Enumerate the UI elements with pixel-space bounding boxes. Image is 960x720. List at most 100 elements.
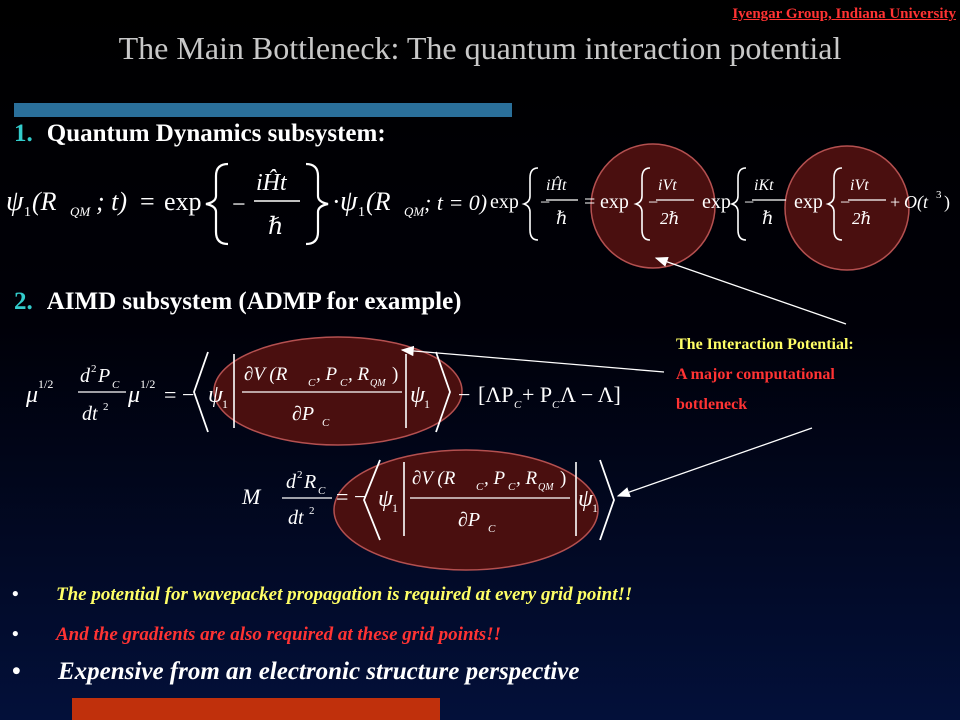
svg-text:+ P: + P bbox=[522, 382, 552, 407]
svg-text:exp: exp bbox=[490, 191, 519, 213]
svg-text:, P: , P bbox=[316, 364, 338, 385]
svg-text:−: − bbox=[458, 382, 470, 407]
svg-text:): ) bbox=[392, 364, 398, 385]
svg-text:(R: (R bbox=[366, 187, 391, 216]
bottom-accent-bar bbox=[72, 698, 440, 720]
svg-text:−: − bbox=[182, 382, 194, 407]
svg-text:−: − bbox=[540, 192, 550, 212]
callout-line: bottleneck bbox=[676, 396, 748, 413]
bullet-dot-icon: • bbox=[12, 584, 19, 605]
slide-title: The Main Bottleneck: The quantum interac… bbox=[118, 30, 842, 66]
svg-text:=: = bbox=[140, 187, 155, 216]
svg-text:QM: QM bbox=[370, 378, 386, 389]
highlight-circle-right bbox=[784, 145, 910, 271]
section-label: Quantum Dynamics subsystem: bbox=[46, 120, 386, 147]
section-label: AIMD subsystem (ADMP for example) bbox=[46, 288, 462, 315]
svg-text:, R: , R bbox=[348, 364, 370, 385]
svg-text:[ΛP: [ΛP bbox=[478, 382, 514, 407]
svg-text:∂V (R: ∂V (R bbox=[244, 364, 288, 385]
bullet-item: •Expensive from an electronic structure … bbox=[12, 658, 580, 685]
title-underline-bar bbox=[14, 103, 512, 117]
section-number: 1. bbox=[14, 120, 33, 147]
svg-text:iĤt: iĤt bbox=[546, 175, 567, 194]
svg-text:C: C bbox=[308, 377, 316, 389]
svg-text:−: − bbox=[840, 192, 850, 212]
svg-text:1: 1 bbox=[424, 397, 430, 411]
svg-text:): ) bbox=[944, 192, 950, 213]
svg-text:(R: (R bbox=[32, 187, 57, 216]
svg-text:−: − bbox=[744, 192, 754, 212]
svg-text:C: C bbox=[112, 379, 120, 391]
svg-text:+: + bbox=[890, 192, 900, 212]
svg-text:Λ − Λ]: Λ − Λ] bbox=[560, 382, 621, 407]
arrow-to-nuclear bbox=[616, 427, 813, 498]
svg-text:exp: exp bbox=[600, 191, 629, 213]
svg-text:=: = bbox=[336, 484, 348, 509]
svg-text:ψ: ψ bbox=[410, 382, 426, 408]
section-quantum-dynamics: 1. Quantum Dynamics subsystem: bbox=[14, 120, 386, 148]
bullet-dot-icon: • bbox=[12, 624, 19, 645]
svg-text:2: 2 bbox=[309, 505, 315, 517]
svg-text:C: C bbox=[508, 481, 516, 493]
svg-text:; t): ; t) bbox=[96, 187, 127, 216]
svg-text:dt: dt bbox=[82, 403, 98, 425]
svg-text:2ℏ: 2ℏ bbox=[852, 209, 871, 228]
svg-text:ψ: ψ bbox=[378, 486, 394, 512]
svg-text:1/2: 1/2 bbox=[140, 377, 155, 391]
svg-text:2: 2 bbox=[103, 401, 109, 413]
svg-text:ψ: ψ bbox=[340, 186, 358, 217]
svg-text:=: = bbox=[584, 191, 595, 213]
section-number: 2. bbox=[14, 288, 33, 315]
svg-text:1: 1 bbox=[24, 205, 31, 220]
svg-text:ℏ: ℏ bbox=[268, 214, 283, 240]
svg-text:M: M bbox=[241, 484, 262, 509]
svg-text:∂V (R: ∂V (R bbox=[412, 468, 456, 489]
svg-text:iVt: iVt bbox=[658, 177, 677, 194]
section-aimd: 2. AIMD subsystem (ADMP for example) bbox=[14, 288, 462, 316]
equation-qd-propagator: ψ 1 (R QM ; t) = exp − iĤt ℏ · ψ 1 (R QM bbox=[6, 162, 425, 246]
bullet-dot-icon: • bbox=[12, 658, 21, 685]
equation-admp: μ 1/2 d 2 P C dt 2 μ 1/2 = − ψ 1 ∂V (R C… bbox=[25, 336, 621, 446]
svg-text:; t = 0): ; t = 0) bbox=[424, 190, 487, 215]
svg-text:C: C bbox=[318, 485, 326, 497]
svg-text:, P: , P bbox=[484, 468, 506, 489]
svg-text:iKt: iKt bbox=[754, 177, 774, 194]
bullet-item: •And the gradients are also required at … bbox=[12, 624, 501, 645]
svg-text:2ℏ: 2ℏ bbox=[660, 209, 679, 228]
svg-text:1: 1 bbox=[592, 501, 598, 515]
svg-text:iVt: iVt bbox=[850, 177, 869, 194]
affiliation-link[interactable]: Iyengar Group, Indiana University bbox=[732, 6, 956, 22]
svg-text:ℏ: ℏ bbox=[556, 208, 568, 228]
svg-text:dt: dt bbox=[288, 507, 304, 529]
callout-title: The Interaction Potential: bbox=[676, 336, 854, 353]
bullet-item: •The potential for wavepacket propagatio… bbox=[12, 584, 633, 605]
svg-text:C: C bbox=[552, 399, 560, 411]
svg-text:∂P: ∂P bbox=[292, 403, 314, 425]
svg-text:C: C bbox=[322, 417, 330, 429]
svg-text:ℏ: ℏ bbox=[762, 208, 774, 228]
svg-text:−: − bbox=[232, 192, 246, 218]
svg-text:QM: QM bbox=[404, 204, 425, 219]
interaction-potential-callout: The Interaction Potential: A major compu… bbox=[676, 330, 854, 420]
svg-text:·: · bbox=[332, 187, 341, 216]
svg-text:O(t: O(t bbox=[904, 192, 929, 213]
equation-qd-propagator-rhs: ; t = 0) bbox=[424, 190, 487, 215]
svg-text:1: 1 bbox=[392, 501, 398, 515]
svg-text:exp: exp bbox=[164, 187, 202, 216]
equation-trotter-splitting: exp − iĤt ℏ = exp − iVt 2ℏ exp − iKt ℏ e… bbox=[490, 143, 950, 271]
svg-text:R: R bbox=[303, 471, 316, 493]
svg-text:μ: μ bbox=[25, 382, 38, 408]
svg-text:exp: exp bbox=[794, 191, 823, 213]
svg-text:1/2: 1/2 bbox=[38, 377, 53, 391]
svg-text:C: C bbox=[476, 481, 484, 493]
svg-text:=: = bbox=[164, 382, 176, 407]
svg-text:d: d bbox=[80, 365, 91, 387]
svg-text:QM: QM bbox=[538, 482, 554, 493]
psi-symbol: ψ bbox=[6, 186, 24, 217]
svg-text:, R: , R bbox=[516, 468, 538, 489]
svg-text:μ: μ bbox=[127, 382, 140, 408]
svg-text:2: 2 bbox=[91, 363, 97, 375]
svg-text:P: P bbox=[97, 365, 110, 387]
svg-text:ψ: ψ bbox=[208, 382, 224, 408]
svg-text:1: 1 bbox=[222, 397, 228, 411]
